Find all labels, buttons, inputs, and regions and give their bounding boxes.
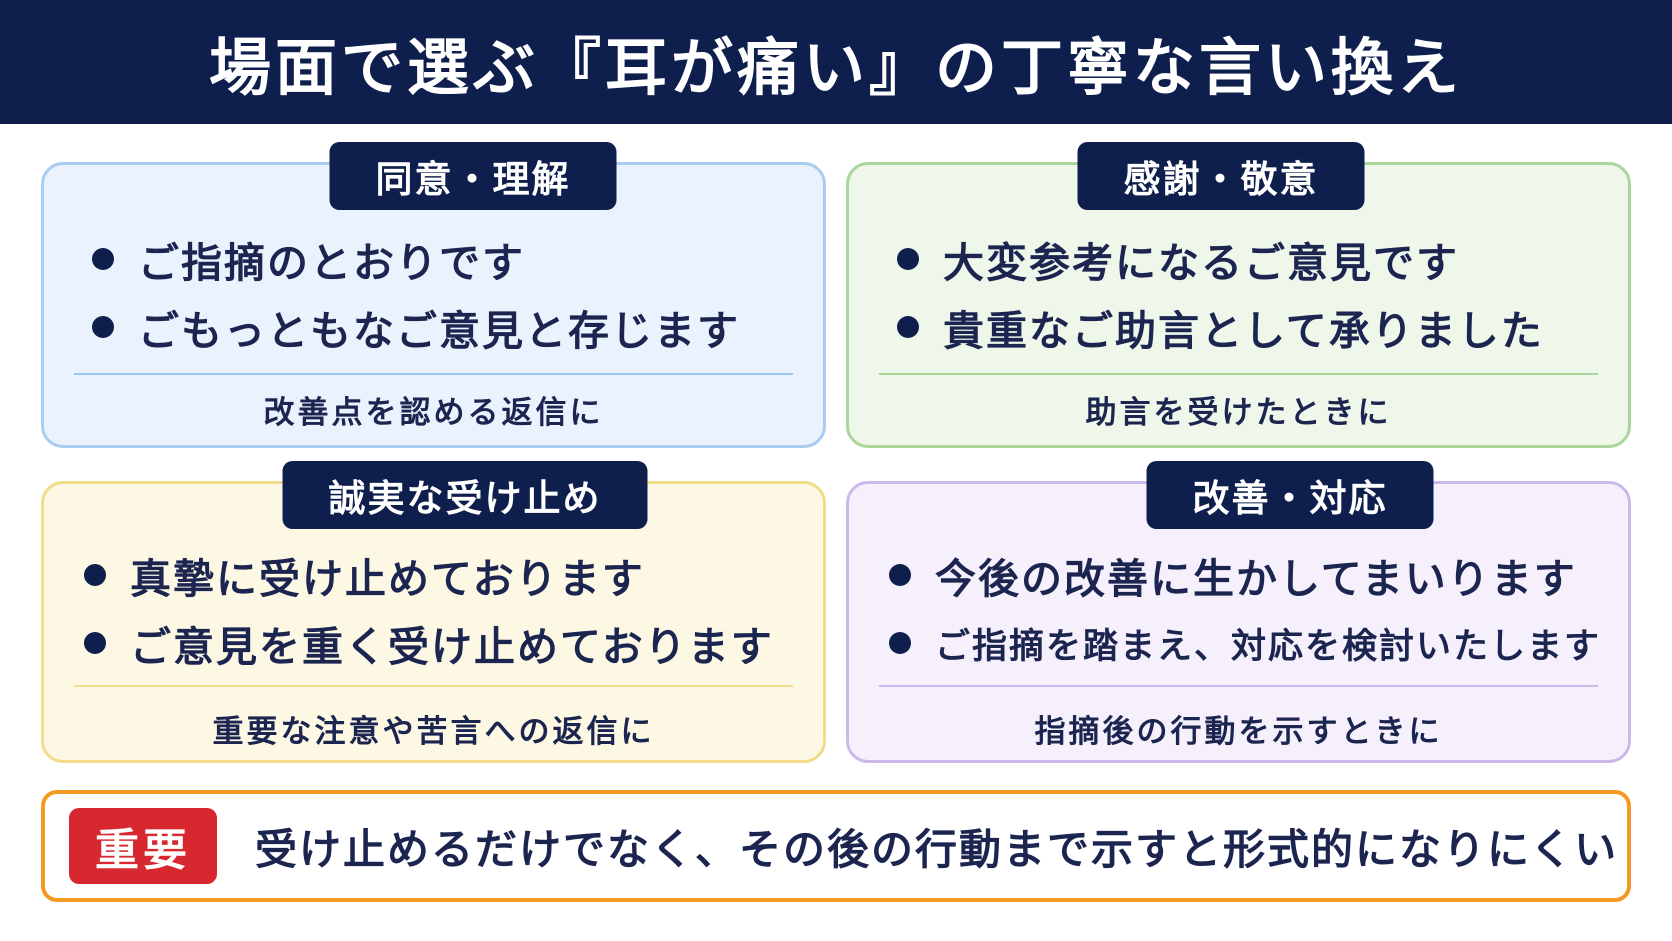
phrase-list: 真摯に受け止めております ご意見を重く受け止めております [84, 541, 803, 677]
card-tag: 同意・理解 [329, 142, 617, 210]
list-item: ご指摘のとおりです [92, 225, 803, 293]
bullet-icon [84, 632, 106, 654]
phrase-text: ご指摘のとおりです [138, 239, 525, 287]
list-item: ご指摘を踏まえ、対応を検討いたします [889, 609, 1608, 677]
usage-note: 指摘後の行動を示すときに [1034, 714, 1443, 750]
important-message: 受け止めるだけでなく、その後の行動まで示すと形式的になりにくい [255, 824, 1619, 874]
bullet-icon [92, 248, 114, 270]
list-item: 貴重なご助言として承りました [897, 293, 1608, 361]
phrase-text: 大変参考になるご意見です [943, 239, 1459, 287]
card-improvement: 改善・対応 今後の改善に生かしてまいります ご指摘を踏まえ、対応を検討いたします… [846, 461, 1631, 763]
phrase-text: 今後の改善に生かしてまいります [935, 555, 1577, 603]
card-tag: 改善・対応 [1146, 461, 1434, 529]
phrase-list: 今後の改善に生かしてまいります ご指摘を踏まえ、対応を検討いたします [889, 541, 1608, 677]
list-item: ごもっともなご意見と存じます [92, 293, 803, 361]
list-item: 大変参考になるご意見です [897, 225, 1608, 293]
list-item: ご意見を重く受け止めております [84, 609, 803, 677]
phrase-text: 貴重なご助言として承りました [943, 307, 1544, 355]
phrase-text: 真摯に受け止めております [130, 555, 645, 603]
phrase-text: ご意見を重く受け止めております [130, 623, 774, 671]
card-gratitude: 感謝・敬意 大変参考になるご意見です 貴重なご助言として承りました 助言を受けた… [846, 142, 1631, 448]
usage-note: 助言を受けたときに [1085, 395, 1392, 431]
bullet-icon [897, 316, 919, 338]
divider [74, 685, 793, 687]
usage-note: 重要な注意や苦言への返信に [212, 714, 655, 750]
important-badge: 重要 [69, 808, 217, 884]
list-item: 今後の改善に生かしてまいります [889, 541, 1608, 609]
bullet-icon [84, 564, 106, 586]
bullet-icon [889, 564, 911, 586]
card-sincere: 誠実な受け止め 真摯に受け止めております ご意見を重く受け止めております 重要な… [41, 461, 826, 763]
page-title: 場面で選ぶ『耳が痛い』の丁寧な言い換え [0, 0, 1672, 124]
phrase-list: 大変参考になるご意見です 貴重なご助言として承りました [897, 225, 1608, 361]
phrase-list: ご指摘のとおりです ごもっともなご意見と存じます [92, 225, 803, 361]
bullet-icon [897, 248, 919, 270]
card-tag: 感謝・敬意 [1077, 142, 1365, 210]
divider [74, 373, 793, 375]
important-callout: 重要 受け止めるだけでなく、その後の行動まで示すと形式的になりにくい [41, 790, 1631, 902]
card-agreement: 同意・理解 ご指摘のとおりです ごもっともなご意見と存じます 改善点を認める返信… [41, 142, 826, 448]
card-tag: 誠実な受け止め [282, 461, 648, 529]
phrase-text: ごもっともなご意見と存じます [138, 307, 740, 355]
phrase-text: ご指摘を踏まえ、対応を検討いたします [935, 626, 1602, 667]
list-item: 真摯に受け止めております [84, 541, 803, 609]
divider [879, 685, 1598, 687]
bullet-icon [889, 632, 911, 654]
usage-note: 改善点を認める返信に [263, 395, 604, 431]
bullet-icon [92, 316, 114, 338]
divider [879, 373, 1598, 375]
